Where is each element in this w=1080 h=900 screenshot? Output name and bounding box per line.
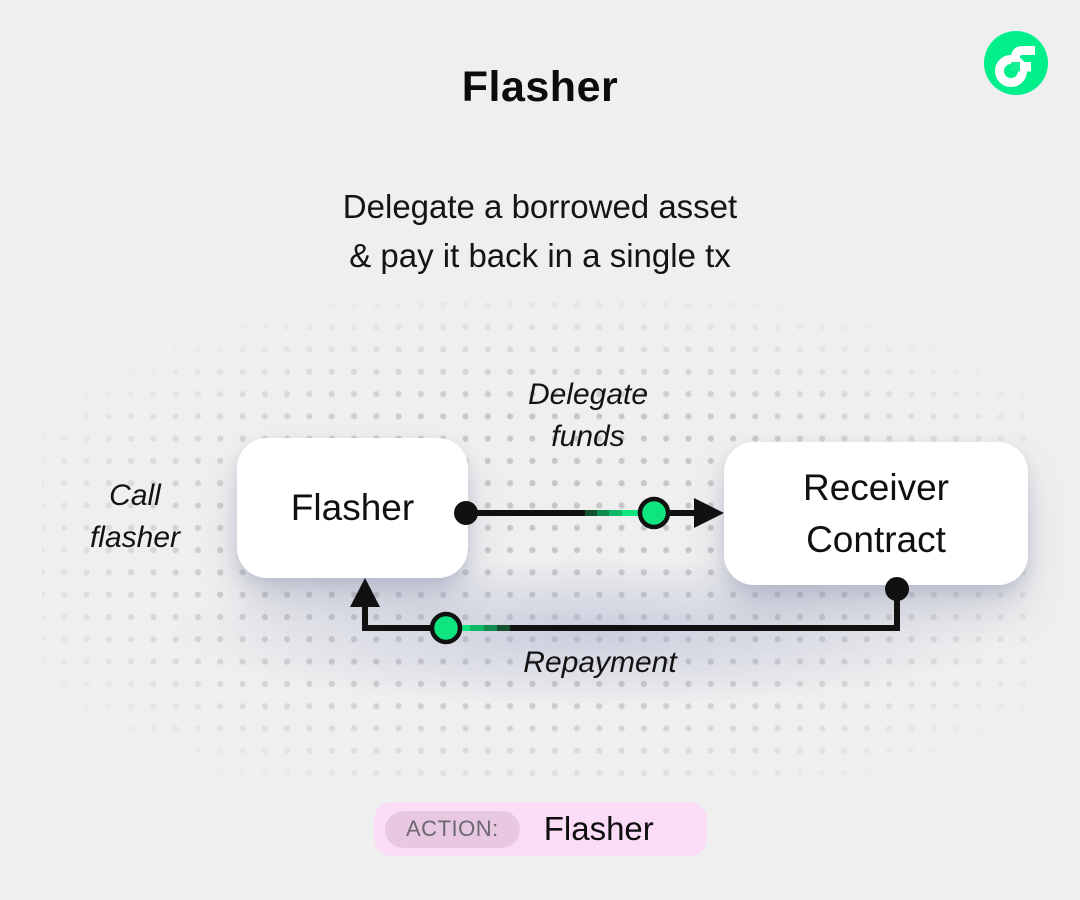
call-label-line-2: flasher	[89, 521, 181, 554]
action-chip: ACTION:	[385, 810, 520, 848]
node-receiver-label-line-2: Contract	[806, 518, 946, 560]
subtitle-line-1: Delegate a borrowed asset	[342, 188, 738, 225]
node-flasher-label: Flasher	[290, 487, 415, 528]
node-receiver-contract: Receiver Contract	[724, 442, 1028, 585]
action-badge: ACTION: Flasher	[374, 802, 707, 856]
subtitle-line-2: & pay it back in a single tx	[349, 237, 731, 274]
page-subtitle: Delegate a borrowed asset & pay it back …	[0, 182, 1080, 280]
call-label-line-1: Call	[109, 479, 161, 512]
delegate-label-line-1: Delegate	[527, 378, 649, 411]
node-receiver-label-line-1: Receiver	[803, 466, 949, 508]
action-value: Flasher	[543, 810, 654, 847]
label-delegate-funds: Delegate funds	[453, 374, 723, 458]
flow-logo-icon	[984, 31, 1048, 95]
label-repayment: Repayment	[523, 646, 677, 679]
label-call-flasher: Call flasher	[35, 475, 235, 559]
node-flasher: Flasher	[237, 438, 468, 578]
delegate-label-line-2: funds	[551, 420, 625, 453]
page-title: Flasher	[461, 63, 619, 111]
